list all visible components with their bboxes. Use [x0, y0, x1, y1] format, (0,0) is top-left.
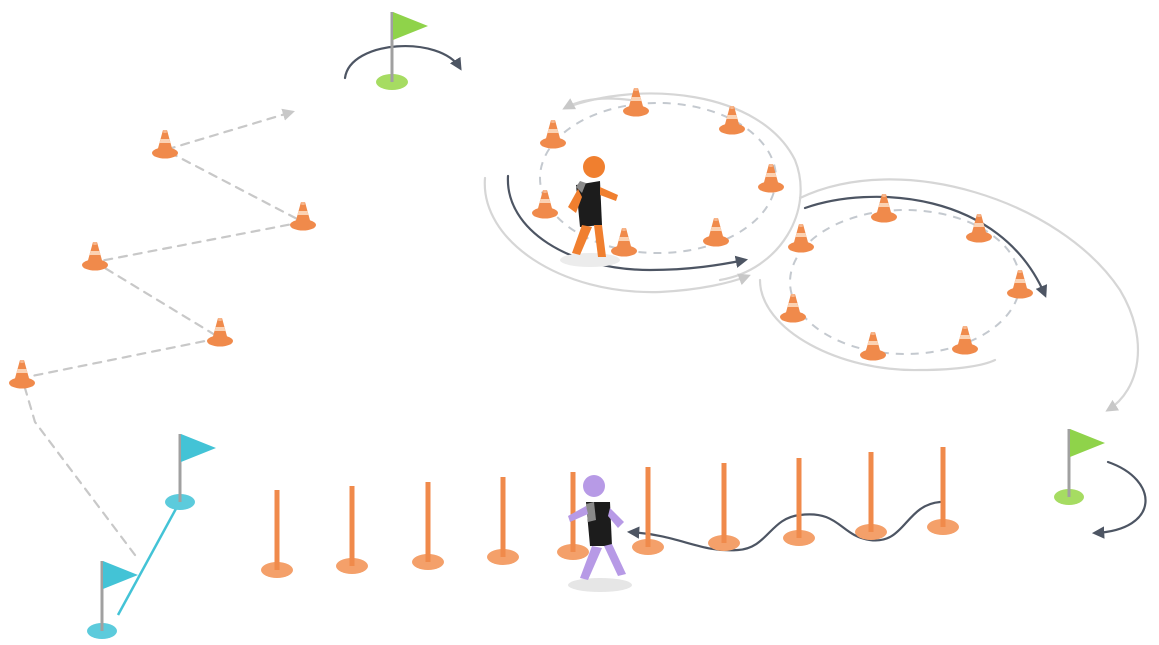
ring-two-cones — [780, 194, 1033, 361]
cyan-flag-connector — [118, 505, 178, 615]
cyan-flag-upper — [165, 434, 216, 510]
zigzag-dashed-line — [22, 112, 303, 555]
training-cone-icon — [9, 360, 35, 389]
training-cone-icon — [758, 164, 784, 193]
training-cone-icon — [780, 294, 806, 323]
training-cone-icon — [1007, 270, 1033, 299]
training-cone-icon — [152, 130, 178, 159]
training-cone-icon — [703, 218, 729, 247]
slalom-pole-icon — [412, 482, 444, 570]
flag-icon — [393, 12, 428, 40]
training-cone-icon — [611, 228, 637, 257]
slalom-pole-icon — [336, 486, 368, 574]
slalom-pole-icon — [783, 458, 815, 546]
top-flag-turn-arrow — [345, 46, 460, 78]
runner-icon — [560, 156, 620, 267]
top-green-flag — [376, 12, 428, 90]
cyan-flag-lower — [87, 561, 138, 639]
purple-runner — [568, 475, 632, 592]
slalom-pole-icon — [855, 452, 887, 540]
slalom-pole-icon — [708, 463, 740, 551]
zigzag-path — [22, 112, 303, 555]
flag-icon — [103, 561, 138, 589]
training-cone-icon — [623, 88, 649, 117]
slalom-pole-icon — [927, 447, 959, 535]
orange-runner — [560, 156, 620, 267]
right-green-flag — [1054, 429, 1105, 505]
ring-two-exit-arc — [800, 179, 1138, 410]
training-cone-icon — [540, 120, 566, 149]
right-flag-turn-arrow — [1095, 462, 1146, 533]
training-cone-icon — [82, 242, 108, 271]
slalom-pole-icon — [261, 490, 293, 578]
runner-icon — [568, 475, 632, 592]
training-cone-icon — [860, 332, 886, 361]
flag-icon — [1070, 429, 1105, 457]
training-cone-icon — [532, 190, 558, 219]
slalom-pole-icon — [632, 467, 664, 555]
slalom-wave-arrow — [630, 502, 940, 550]
slalom-pole-icon — [487, 477, 519, 565]
zigzag-cones — [9, 130, 316, 389]
flag-icon — [181, 434, 216, 462]
